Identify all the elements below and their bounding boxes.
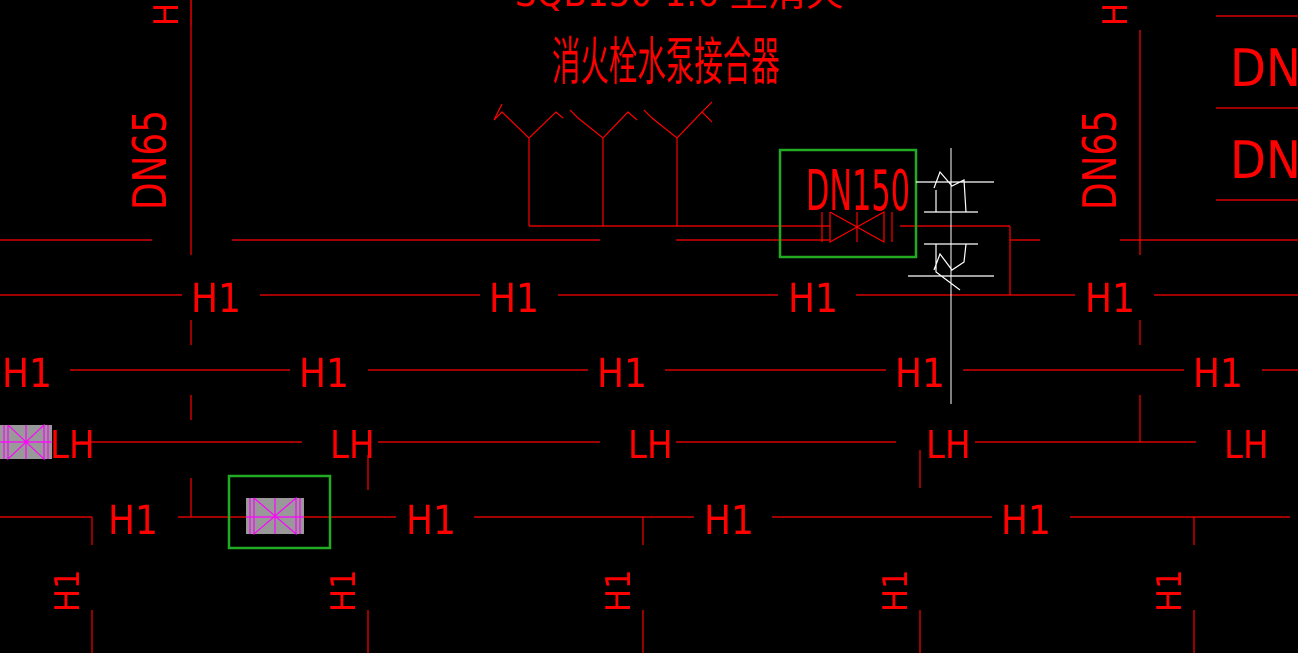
h1-vertical-label: H1 <box>599 570 639 612</box>
drawing-title-line2: 消火栓水泵接合器 <box>552 33 780 93</box>
h1-label: H1 <box>788 276 838 322</box>
h1-label: H1 <box>704 498 754 544</box>
selected-valve-symbol-left[interactable] <box>0 423 52 461</box>
dn150-label: DN150 <box>806 159 910 224</box>
h1-label: H1 <box>1193 351 1243 397</box>
gate-valve-icon <box>821 210 893 244</box>
h1-labels-row3: H1 H1 H1 H1 <box>108 498 1051 544</box>
drawing-title-line1: SQB150-1.6 型消火 <box>515 0 844 15</box>
pump-adapter-fork <box>493 101 713 139</box>
h1-label: H1 <box>406 498 456 544</box>
dn65-label-left: DN65 <box>123 110 177 210</box>
lh-label: LH <box>1224 423 1269 467</box>
h1-label: H1 <box>597 351 647 397</box>
h1-label: H1 <box>1085 276 1135 322</box>
selection-box-valve[interactable] <box>227 474 332 550</box>
h1-label: H1 <box>299 351 349 397</box>
lh-label: LH <box>330 423 375 467</box>
h1-label: H1 <box>108 498 158 544</box>
h1-vertical-label: H1 <box>876 570 916 612</box>
h1-label: H1 <box>895 351 945 397</box>
h1-vertical-label: H1 <box>1096 0 1136 26</box>
h1-label: H1 <box>191 276 241 322</box>
h1-vertical-labels: H1 H1 H1 H1 H1 H1 H1 <box>48 0 1190 612</box>
h1-vertical-label: H1 <box>324 570 364 612</box>
h1-vertical-label: H1 <box>48 570 88 612</box>
h1-labels-row1: H1 H1 H1 H1 <box>191 276 1135 322</box>
h1-label: H1 <box>2 351 52 397</box>
h1-vertical-label: H1 <box>1150 570 1190 612</box>
h1-label: H1 <box>489 276 539 322</box>
dn65-label-right: DN65 <box>1073 110 1127 210</box>
h1-label: H1 <box>1001 498 1051 544</box>
lh-labels-row: LH LH LH LH LH <box>50 423 1269 467</box>
lh-label: LH <box>926 423 971 467</box>
h1-labels-row2: H1 H1 H1 H1 H1 <box>2 351 1243 397</box>
lh-label: LH <box>628 423 673 467</box>
dn-label-right-bottom: DN1 <box>1230 131 1298 191</box>
dn-label-right-top: DN1 <box>1230 39 1298 99</box>
lh-label: LH <box>50 423 95 467</box>
selection-box-dn150[interactable] <box>778 148 918 259</box>
selected-valve-symbol[interactable] <box>246 496 304 536</box>
h1-vertical-label: H1 <box>147 0 187 26</box>
